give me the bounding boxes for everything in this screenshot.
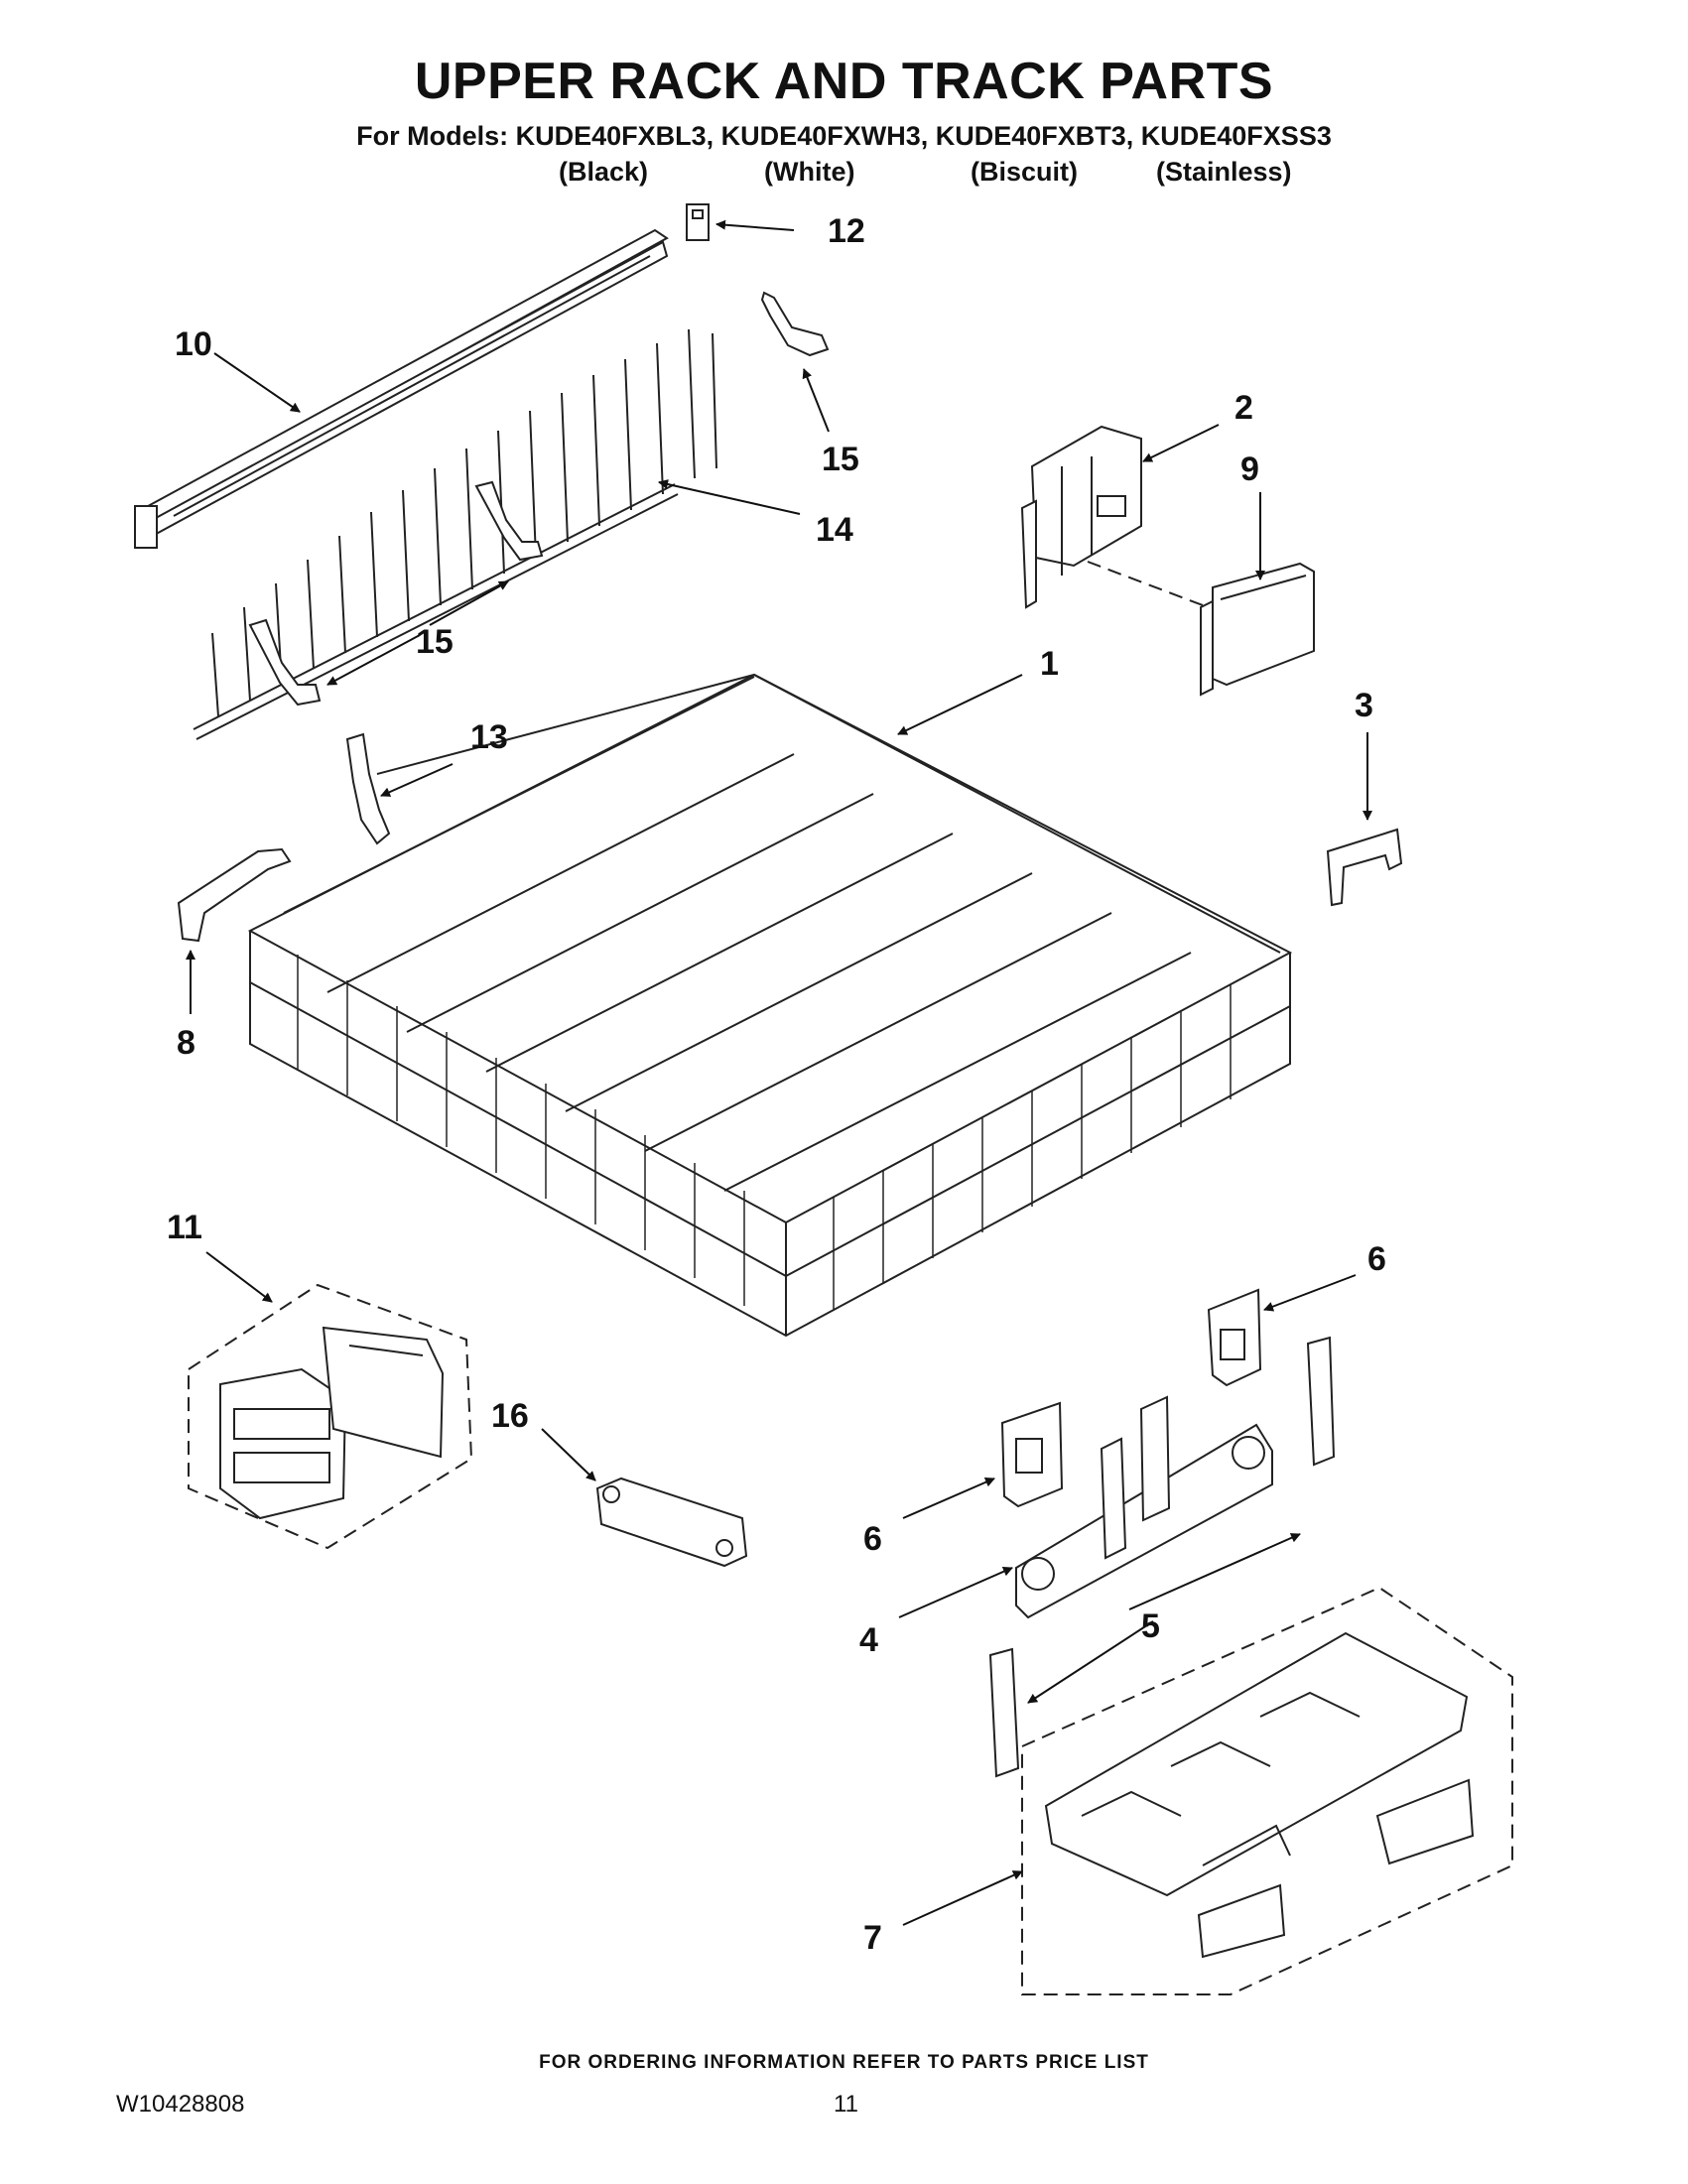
callout-2: 2	[1234, 389, 1253, 427]
variant-black: (Black)	[559, 157, 649, 187]
callout-15-top: 15	[822, 441, 859, 478]
leader-5-right	[1128, 1533, 1301, 1610]
variant-biscuit: (Biscuit)	[971, 157, 1078, 187]
callout-5: 5	[1141, 1607, 1160, 1645]
models-line: For Models: KUDE40FXBL3, KUDE40FXWH3, KU…	[356, 121, 1332, 151]
leader-1	[897, 674, 1023, 735]
leader-10	[213, 352, 301, 413]
callout-4: 4	[859, 1621, 878, 1659]
part-13-hook	[345, 732, 391, 845]
callout-3: 3	[1355, 687, 1373, 724]
part-9-cover-plate	[1200, 562, 1315, 697]
callout-numbers: 12 10 2 9 15 14 15 1 3 13 8 11 6 16 6 5 …	[167, 212, 1386, 1957]
part-15-clip-top	[760, 291, 830, 357]
part-12-clip	[686, 203, 710, 241]
leader-15-top	[802, 368, 830, 433]
part-6-clip-right	[1207, 1288, 1262, 1387]
part-6-clip-left	[1000, 1401, 1064, 1508]
leader-15-bottom-a	[429, 580, 509, 626]
page-title: UPPER RACK AND TRACK PARTS	[414, 53, 1274, 110]
callout-15-bottom: 15	[416, 623, 454, 661]
callout-13: 13	[470, 718, 508, 756]
part-14-tine-row	[193, 328, 717, 740]
part-1-upper-rack	[247, 673, 1293, 1338]
leader-5-left	[1027, 1620, 1154, 1704]
leader-4	[898, 1567, 1013, 1618]
dashed-link-2-9	[1087, 561, 1204, 606]
part-16-slide	[595, 1477, 748, 1568]
callout-11: 11	[167, 1209, 202, 1246]
callout-1: 1	[1040, 645, 1059, 683]
page-number: 11	[834, 2091, 858, 2118]
part-3-clip	[1326, 828, 1403, 907]
variant-stainless: (Stainless)	[1156, 157, 1292, 187]
callout-16: 16	[491, 1397, 529, 1435]
callout-14: 14	[816, 511, 853, 549]
leader-11	[205, 1251, 273, 1303]
leader-7	[902, 1870, 1023, 1926]
variant-white: (White)	[764, 157, 855, 187]
leader-2	[1142, 424, 1220, 462]
ordering-note: FOR ORDERING INFORMATION REFER TO PARTS …	[539, 2052, 1149, 2073]
part-7-cup-shelf-group	[1021, 1586, 1513, 1995]
part-11-holder-group	[188, 1283, 473, 1550]
callout-12: 12	[828, 212, 865, 250]
part-5-lever-left	[988, 1647, 1020, 1778]
part-8-bracket	[177, 847, 292, 943]
callout-8: 8	[177, 1024, 195, 1062]
leader-16	[541, 1428, 596, 1481]
callout-6-right: 6	[1367, 1240, 1386, 1278]
callout-10: 10	[175, 325, 212, 363]
leader-6-right	[1263, 1274, 1357, 1312]
callout-7: 7	[863, 1919, 882, 1957]
leader-12	[715, 219, 795, 231]
part-4-rack-adjuster	[1015, 1395, 1273, 1619]
part-2-adjuster-housing	[1020, 425, 1142, 609]
callout-6-left: 6	[863, 1520, 882, 1558]
leader-6-left	[902, 1477, 995, 1519]
leader-15-bottom-b	[326, 634, 421, 686]
leader-14	[658, 479, 801, 515]
callout-9: 9	[1240, 450, 1259, 488]
leader-13	[380, 763, 454, 797]
document-number: W10428808	[116, 2091, 245, 2118]
part-10-track-rail	[134, 228, 669, 549]
leader-lines	[186, 219, 1372, 1926]
part-5-lever-right	[1306, 1336, 1336, 1467]
